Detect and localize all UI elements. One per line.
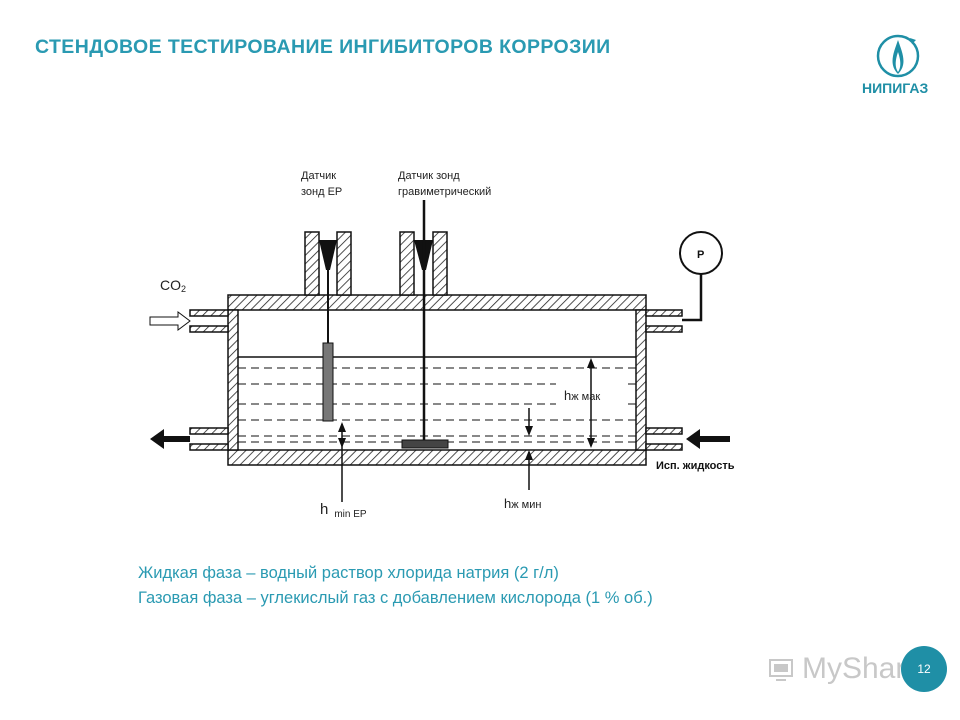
pressure-gauge-label: P xyxy=(697,249,704,261)
liquid-inlet-arrow xyxy=(686,429,730,449)
page-title: СТЕНДОВОЕ ТЕСТИРОВАНИЕ ИНГИБИТОРОВ КОРРО… xyxy=(35,36,611,58)
sensor-ep-label-1: Датчик xyxy=(301,170,336,182)
sensor-ep-label-2: зонд ЕР xyxy=(301,186,342,198)
sensor-grav-label-2: гравиметрический xyxy=(398,186,491,198)
co2-label: CO2 xyxy=(160,277,186,294)
logo-text: НИПИГАЗ xyxy=(862,80,929,96)
flame-logo-icon xyxy=(876,34,920,78)
h-max-label: hж мак xyxy=(564,388,600,403)
h-min-label: hж мин xyxy=(504,496,541,511)
vessel-wall xyxy=(189,231,683,466)
page-number-badge: 12 xyxy=(901,646,947,692)
caption-liquid-phase: Жидкая фаза – водный раствор хлорида нат… xyxy=(138,564,559,582)
liquid-outlet-arrow xyxy=(150,429,190,449)
watermark-icon xyxy=(769,659,793,681)
caption-gas-phase: Газовая фаза – углекислый газ с добавлен… xyxy=(138,589,653,607)
sensor-grav-label-1: Датчик зонд xyxy=(398,170,460,182)
co2-inlet-arrow xyxy=(149,311,191,331)
test-liquid-label: Исп. жидкость xyxy=(656,460,735,472)
